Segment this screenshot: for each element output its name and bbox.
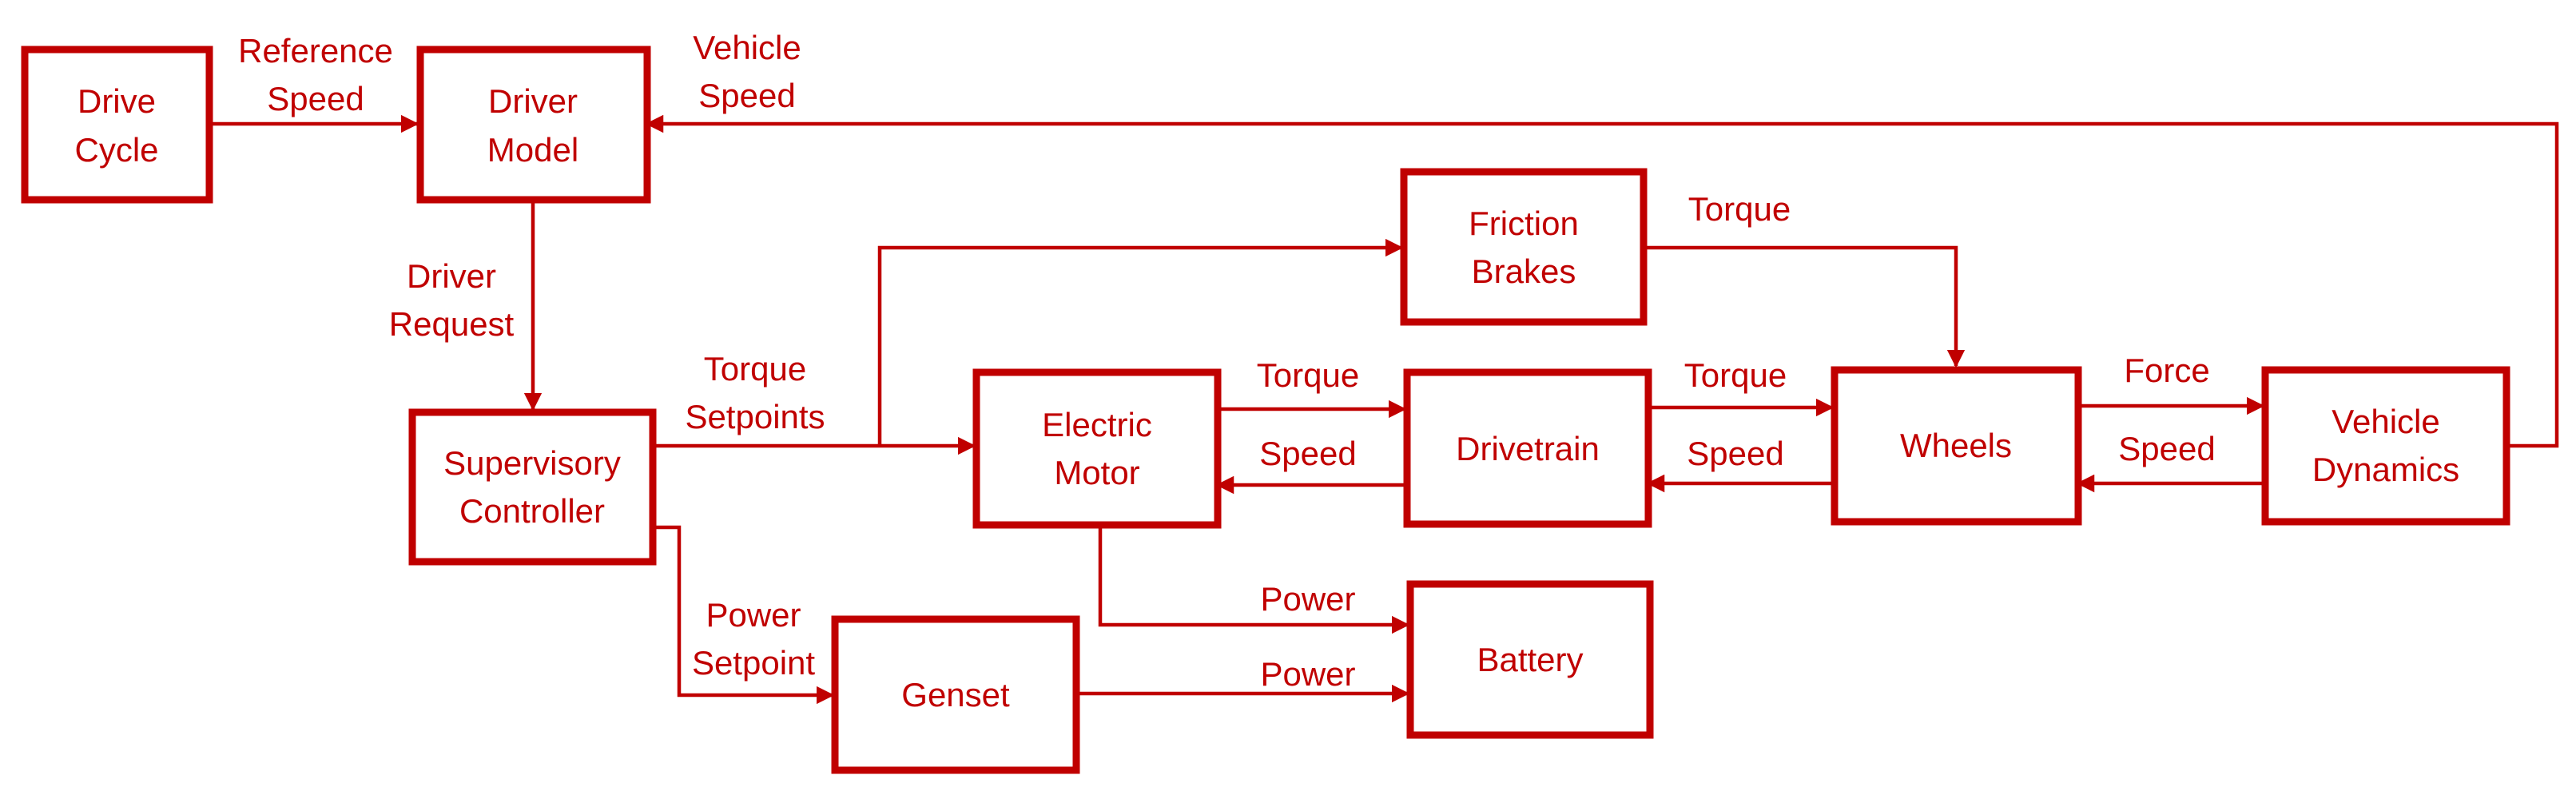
- driver-request-label: Request: [389, 305, 515, 343]
- block-label-line: Electric: [1042, 406, 1152, 443]
- torque-setpoints-label: Torque: [704, 350, 806, 388]
- friction-brakes-block: Friction Brakes: [1400, 168, 1648, 326]
- connectors: [209, 114, 2559, 705]
- block-label-line: Battery: [1477, 641, 1583, 678]
- drivetrain-block: Drivetrain: [1403, 368, 1652, 528]
- block-label-line: Genset: [901, 676, 1010, 713]
- motor-power-arrow: [1098, 525, 1410, 634]
- vehicle-speed-label: Speed: [698, 77, 795, 114]
- wheel-speed-label: Speed: [2118, 430, 2215, 467]
- power-setpoint-arrow: [653, 525, 835, 705]
- vehicle-speed-feedback-arrow: [645, 114, 2559, 448]
- power-setpoint-label: Setpoint: [692, 644, 815, 682]
- block-label-line: Driver: [488, 82, 578, 120]
- reference-speed-label: Speed: [267, 80, 364, 117]
- drivetrain-speed-label: Speed: [1687, 435, 1783, 472]
- reference-speed-label: Reference: [238, 32, 393, 70]
- block-label-line: Controller: [459, 492, 605, 530]
- brake-torque-label: Torque: [1688, 190, 1791, 228]
- motor-torque-label: Torque: [1257, 356, 1359, 394]
- block-label-line: Drive: [78, 82, 156, 120]
- genset-power-label: Power: [1260, 655, 1355, 693]
- battery-block: Battery: [1406, 580, 1654, 739]
- electric-motor-block: Electric Motor: [972, 368, 1222, 529]
- block-label-line: Model: [487, 131, 578, 169]
- torque-setpoints-label: Setpoints: [685, 398, 825, 435]
- vehicle-dynamics-block: Vehicle Dynamics: [2261, 366, 2510, 526]
- vehicle-speed-label: Vehicle: [693, 29, 801, 66]
- wheel-force-label: Force: [2124, 352, 2209, 389]
- motor-speed-label: Speed: [1259, 435, 1356, 472]
- block-label-line: Drivetrain: [1456, 430, 1600, 467]
- block-label-line: Friction: [1469, 205, 1579, 242]
- brake-torque-arrow: [1644, 245, 1966, 368]
- motor-power-label: Power: [1260, 580, 1355, 618]
- power-setpoint-label: Power: [706, 596, 801, 634]
- torque-setpoint-brakes-arrow: [877, 238, 1404, 446]
- wheels-block: Wheels: [1831, 366, 2082, 526]
- signal-labels: Reference Speed Vehicle Speed Driver Req…: [238, 29, 2216, 693]
- block-label-line: Dynamics: [2312, 451, 2459, 488]
- block-label-line: Motor: [1054, 454, 1139, 491]
- genset-block: Genset: [831, 615, 1080, 774]
- drivetrain-torque-label: Torque: [1684, 356, 1787, 394]
- driver-model-block: Driver Model: [416, 46, 651, 204]
- block-label-line: Brakes: [1472, 252, 1576, 290]
- block-label-line: Wheels: [1900, 427, 2012, 464]
- block-label-line: Supervisory: [443, 444, 621, 482]
- block-label-line: Cycle: [74, 131, 158, 169]
- drive-cycle-block: Drive Cycle: [21, 46, 213, 204]
- supervisory-controller-block: Supervisory Controller: [408, 408, 657, 566]
- driver-request-label: Driver: [407, 257, 496, 295]
- block-label-line: Vehicle: [2332, 403, 2439, 440]
